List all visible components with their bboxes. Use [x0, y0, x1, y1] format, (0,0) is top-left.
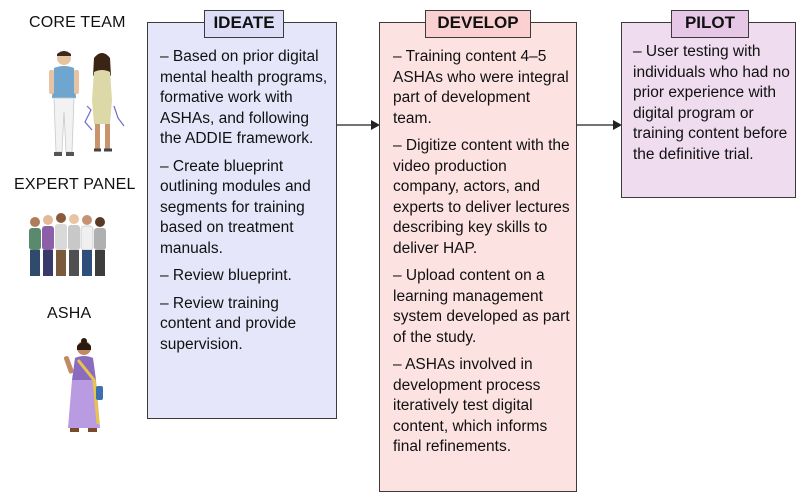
ideate-title: IDEATE	[204, 10, 284, 38]
right-arrow-icon	[577, 120, 622, 130]
ideate-list: – Based on prior digital mental health p…	[160, 47, 330, 362]
develop-list: – Training content 4–5 ASHAs who were in…	[393, 47, 571, 465]
core-team-label: CORE TEAM	[29, 14, 126, 31]
ideate-item: – Review blueprint.	[160, 267, 292, 284]
group-of-people-icon	[29, 213, 106, 276]
develop-item: – Training content 4–5 ASHAs who were in…	[393, 48, 569, 127]
develop-item: – ASHAs involved in development process …	[393, 356, 548, 455]
expert-panel-label: EXPERT PANEL	[14, 176, 136, 193]
ideate-item: – Create blueprint outlining modules and…	[160, 157, 311, 257]
right-arrow-icon	[337, 120, 380, 130]
ideate-item: – Review training content and provide su…	[160, 294, 297, 353]
asha-label: ASHA	[47, 305, 92, 322]
develop-item: – Digitize content with the video produc…	[393, 137, 570, 257]
develop-box	[379, 22, 577, 492]
ideate-item: – Based on prior digital mental health p…	[160, 48, 328, 147]
two-people-icon	[49, 51, 125, 156]
pilot-list: – User testing with individuals who had …	[633, 42, 793, 172]
woman-in-sari-icon	[63, 338, 103, 432]
develop-item: – Upload content on a learning managemen…	[393, 267, 570, 346]
pilot-box	[621, 22, 796, 198]
pilot-item: – User testing with individuals who had …	[633, 43, 790, 163]
pilot-title: PILOT	[671, 10, 749, 38]
ideate-box	[147, 22, 337, 419]
develop-title: DEVELOP	[425, 10, 531, 38]
